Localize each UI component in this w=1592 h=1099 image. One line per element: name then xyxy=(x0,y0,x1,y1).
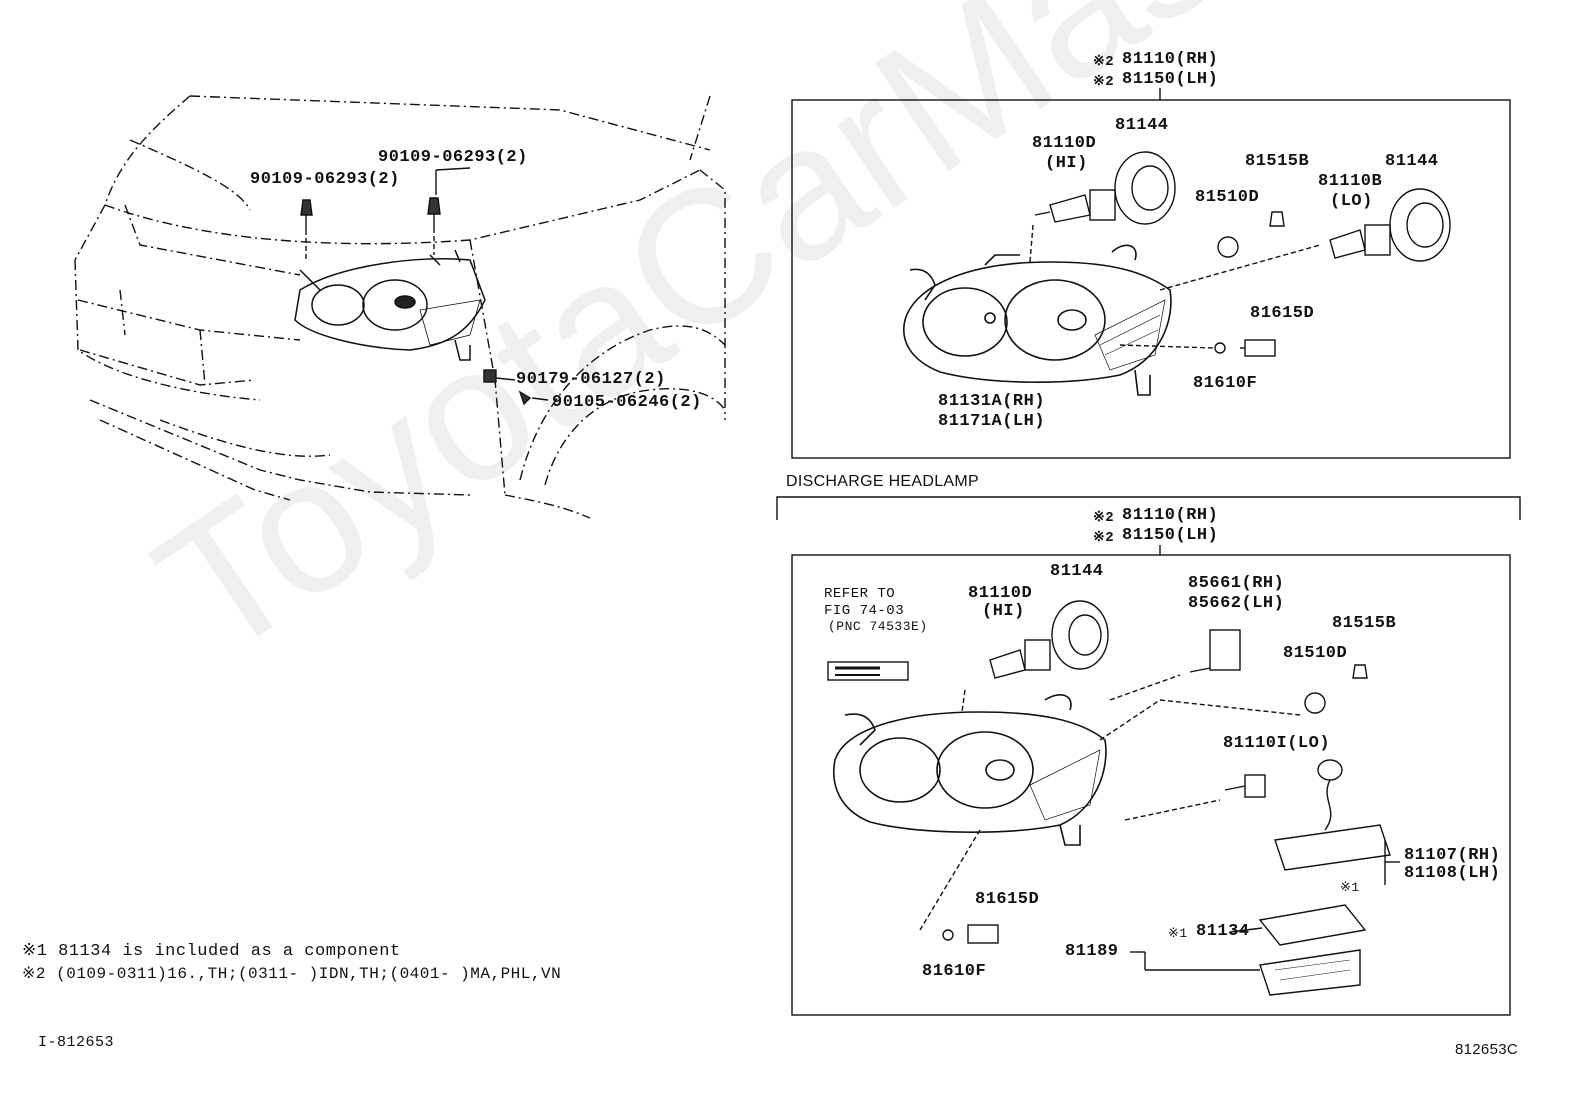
top-hi-bulb xyxy=(1029,189,1116,263)
top-lo-bulb-label: 81110B xyxy=(1318,172,1383,191)
overview-fasteners xyxy=(300,167,549,406)
top-panel-frame xyxy=(791,99,1511,459)
top-assy-rh: 81110(RH) xyxy=(1122,50,1219,69)
bottom-side-bulb-label: 81510D xyxy=(1283,644,1348,663)
bottom-ballast-note: ※1 xyxy=(1340,880,1360,895)
top-lo-bulb xyxy=(1329,224,1391,259)
top-mark2-rh: ※2 xyxy=(1093,54,1115,70)
top-unit-rh-label: 81131A(RH) xyxy=(938,392,1046,411)
top-fog-socket-label: 81615D xyxy=(1250,304,1315,323)
top-lo-tag: (LO) xyxy=(1330,192,1373,211)
bottom-assy-lh: 81150(LH) xyxy=(1122,526,1219,545)
label-clip: 90179-06127(2) xyxy=(516,370,666,389)
footer-left-code: I-812653 xyxy=(38,1034,115,1051)
footer-right-code: 812653C xyxy=(1455,1041,1518,1058)
top-headlamp xyxy=(903,244,1172,396)
bottom-mark2-lh: ※2 xyxy=(1093,530,1115,546)
top-side-bulb-label: 81510D xyxy=(1195,188,1260,207)
top-unit-lh-label: 81171A(LH) xyxy=(938,412,1046,431)
bottom-fog-socket-label: 81615D xyxy=(975,890,1040,909)
top-cover-1-label: 81144 xyxy=(1115,116,1169,135)
top-assy-lh: 81150(LH) xyxy=(1122,70,1219,89)
bottom-hi-tag: (HI) xyxy=(982,602,1025,621)
bottom-cover-label: 81144 xyxy=(1050,562,1104,581)
top-small-parts xyxy=(1119,211,1321,357)
bottom-comp-lh-label: 85662(LH) xyxy=(1188,594,1285,613)
top-hi-tag: (HI) xyxy=(1045,154,1088,173)
bottom-hid-bulb-label: 81110I(LO) xyxy=(1223,734,1331,753)
bottom-fog-bulb-label: 81610F xyxy=(922,962,987,981)
overview-headlamp xyxy=(294,249,486,361)
bottom-gasket-note: ※1 xyxy=(1168,926,1188,941)
bottom-headlamp xyxy=(833,694,1107,846)
discharge-bracket xyxy=(776,496,1521,520)
refer-line-2: FIG 74-03 xyxy=(824,603,905,619)
bottom-ballast-rh-label: 81107(RH) xyxy=(1404,846,1501,865)
top-dust-cover-2 xyxy=(1389,188,1451,262)
note-2: ※2 (0109-0311)16.,TH;(0311- )IDN,TH;(040… xyxy=(22,965,562,983)
discharge-title: DISCHARGE HEADLAMP xyxy=(786,473,979,490)
bottom-ballast-lh-label: 81108(LH) xyxy=(1404,864,1501,883)
bottom-mark2-rh: ※2 xyxy=(1093,510,1115,526)
label-bolt-b: 90109-06293(2) xyxy=(378,148,528,167)
note-1: ※1 81134 is included as a component xyxy=(22,942,401,961)
bottom-components xyxy=(919,629,1400,996)
bottom-hi-bulb xyxy=(961,639,1051,713)
warning-label-icon xyxy=(827,661,909,681)
label-screw: 90105-06246(2) xyxy=(552,393,702,412)
refer-line-3: (PNC 74533E) xyxy=(828,619,928,634)
refer-line-1: REFER TO xyxy=(824,586,896,602)
bottom-panel-frame xyxy=(791,554,1511,1016)
label-bolt-a: 90109-06293(2) xyxy=(250,170,400,189)
bottom-dust-cover xyxy=(1051,600,1109,670)
bottom-hi-bulb-label: 81110D xyxy=(968,584,1033,603)
top-socket-label: 81515B xyxy=(1245,152,1310,171)
top-fog-bulb-label: 81610F xyxy=(1193,374,1258,393)
bottom-gasket-label: 81134 xyxy=(1196,922,1250,941)
bottom-cover-part-label: 81189 xyxy=(1065,942,1119,961)
top-cover-2-label: 81144 xyxy=(1385,152,1439,171)
top-mark2-lh: ※2 xyxy=(1093,74,1115,90)
top-dust-cover-1 xyxy=(1114,151,1176,225)
bottom-assy-rh: 81110(RH) xyxy=(1122,506,1219,525)
bottom-comp-rh-label: 85661(RH) xyxy=(1188,574,1285,593)
top-hi-bulb-label: 81110D xyxy=(1032,134,1097,153)
bottom-socket-label: 81515B xyxy=(1332,614,1397,633)
